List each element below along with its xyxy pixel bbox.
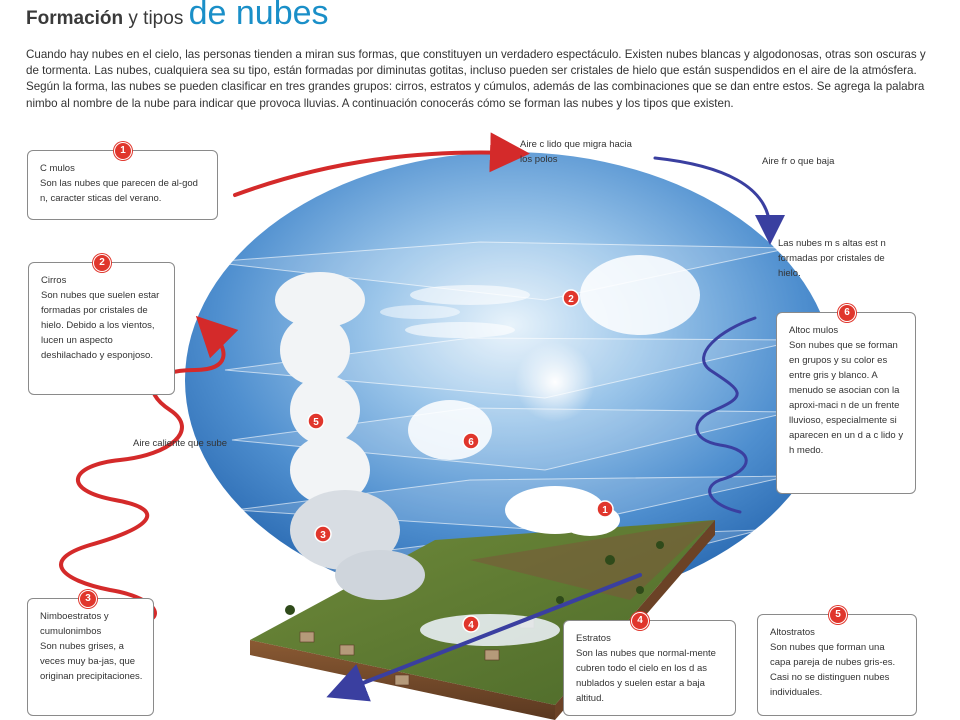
info-box-title: Altoc mulos bbox=[789, 325, 839, 336]
label-cold-air-down: Aire fr o que baja bbox=[762, 156, 835, 167]
info-box-text: Son nubes que se forman en grupos y su c… bbox=[789, 340, 904, 456]
info-box-title: Altostratos bbox=[770, 627, 815, 638]
warm-air-migrate-arrow bbox=[233, 132, 530, 197]
intro-text: Cuando hay nubes en el cielo, las person… bbox=[26, 48, 926, 110]
info-box-title: Estratos bbox=[576, 633, 611, 644]
info-box-cumulus: C mulos Son las nubes que parecen de al-… bbox=[27, 150, 218, 220]
info-box-text: Son nubes que suelen estar formadas por … bbox=[41, 290, 160, 361]
info-box-stratus: Estratos Son las nubes que normal-mente … bbox=[563, 620, 736, 716]
info-box-title: Cirros bbox=[41, 275, 67, 286]
info-box-title: C mulos bbox=[40, 163, 75, 174]
badge-altocumulus: 6 bbox=[838, 304, 856, 322]
title-part-3: de nubes bbox=[188, 0, 329, 32]
info-box-text: Son las nubes que parecen de al-god n, c… bbox=[40, 178, 198, 204]
scene-badge-4: 4 bbox=[468, 620, 474, 631]
scene-badge-2: 2 bbox=[568, 294, 574, 305]
label-high-clouds: Las nubes m s altas est n formadas por c… bbox=[778, 238, 886, 279]
badge-stratus: 4 bbox=[631, 612, 649, 630]
info-box-text: Son nubes grises, a veces muy ba-jas, qu… bbox=[40, 641, 143, 682]
intro-paragraph: Cuando hay nubes en el cielo, las person… bbox=[26, 47, 931, 112]
badge-altostratus: 5 bbox=[829, 606, 847, 624]
info-box-altocumulus: Altoc mulos Son nubes que se forman en g… bbox=[776, 312, 916, 494]
badge-cumulus: 1 bbox=[114, 142, 132, 160]
label-warm-air-migrate: Aire c lido que migra hacia los polos bbox=[520, 139, 632, 165]
title-part-2: y tipos bbox=[123, 8, 189, 29]
altocumulus-cloud bbox=[408, 400, 492, 460]
scene-badges: 2 5 6 3 1 4 bbox=[307, 289, 614, 633]
info-box-text: Son nubes que forman una capa pareja de … bbox=[770, 642, 896, 698]
sun-glow bbox=[515, 342, 595, 422]
cirrus-cloud bbox=[380, 255, 700, 338]
page-title: Formación y tipos de nubes bbox=[26, 0, 329, 33]
badge-nimbostratus: 3 bbox=[79, 590, 97, 608]
info-box-text: Son las nubes que normal-mente cubren to… bbox=[576, 648, 716, 704]
scene-badge-3: 3 bbox=[320, 530, 326, 541]
scene-badge-1: 1 bbox=[602, 505, 608, 516]
info-box-title: Nimboestratos y cumulonimbos bbox=[40, 611, 109, 637]
cumulonimbus-cloud bbox=[275, 272, 425, 600]
info-box-altostratus: Altostratos Son nubes que forman una cap… bbox=[757, 614, 917, 716]
badge-cirrus: 2 bbox=[93, 254, 111, 272]
surface-air-arrow bbox=[326, 573, 642, 702]
cumulus-cloud bbox=[505, 486, 620, 536]
info-box-cirrus: Cirros Son nubes que suelen estar formad… bbox=[28, 262, 175, 395]
scene-badge-5: 5 bbox=[313, 417, 319, 428]
scene-badge-6: 6 bbox=[468, 437, 474, 448]
label-warm-air-up: Aire caliente que sube bbox=[133, 438, 228, 449]
info-box-nimbostratus: Nimboestratos y cumulonimbos Son nubes g… bbox=[27, 598, 154, 716]
cold-air-spiral bbox=[653, 156, 785, 514]
title-part-1: Formación bbox=[26, 8, 124, 29]
stratus-cloud bbox=[420, 614, 560, 646]
